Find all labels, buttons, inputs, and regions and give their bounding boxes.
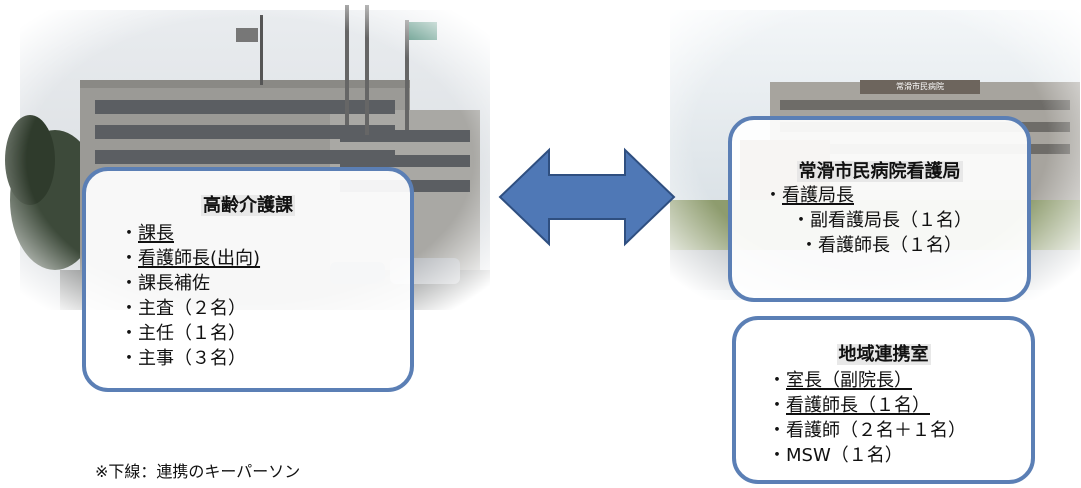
footnote: ※下線：連携のキーパーソン	[95, 462, 301, 481]
elderly-care-division-box: 高齢介護課 ・課長・看護師長(出向)・課長補佐・主査（２名）・主任（１名）・主事…	[82, 167, 414, 392]
regional-cooperation-box: 地域連携室 ・室長（副院長）・看護師長（１名）・看護師（２名＋１名）・MSW（１…	[732, 316, 1035, 484]
bullet: ・	[120, 248, 138, 269]
list-item: ・主任（１名）	[120, 321, 410, 346]
list-item: ・主事（３名）	[120, 346, 410, 371]
list-item-text: 課長	[138, 223, 174, 244]
bullet: ・	[792, 210, 810, 231]
hospital-nursing-bureau-box: 常滑市民病院看護局 ・看護局長・副看護局長（１名）・看護師長（１名）	[728, 116, 1031, 302]
list-item: ・課長補佐	[120, 271, 410, 296]
list-item: ・主査（２名）	[120, 296, 410, 321]
list-item-text: 看護局長	[782, 185, 854, 206]
bullet: ・	[120, 273, 138, 294]
list-item-text: 課長補佐	[138, 273, 210, 294]
list-item: ・室長（副院長）	[768, 368, 1031, 393]
list-item: ・課長	[120, 221, 410, 246]
box-title-nursing-bureau: 常滑市民病院看護局	[796, 161, 963, 182]
list-item-text: 主任（１名）	[138, 323, 246, 344]
list-item-text: 副看護局長（１名）	[810, 210, 972, 231]
list-item-text: 看護師（２名＋１名）	[786, 420, 966, 441]
list-item-text: 主事（３名）	[138, 348, 246, 369]
bullet: ・	[120, 298, 138, 319]
list-item: ・看護師長（１名）	[768, 393, 1031, 418]
box-title-regional-cooperation: 地域連携室	[836, 344, 931, 365]
list-item: ・看護師長（１名）	[764, 233, 1027, 258]
bullet: ・	[120, 348, 138, 369]
bullet: ・	[768, 420, 786, 441]
list-item: ・看護師（２名＋１名）	[768, 418, 1031, 443]
bullet: ・	[768, 395, 786, 416]
list-item-text: 看護師長(出向)	[138, 248, 261, 269]
bullet: ・	[768, 445, 786, 466]
list-item-text: 室長（副院長）	[786, 370, 912, 391]
bullet: ・	[120, 323, 138, 344]
box-title-elderly-care: 高齢介護課	[201, 195, 295, 216]
list-item: ・看護局長	[764, 183, 1027, 208]
list-item-text: 看護師長（１名）	[818, 235, 962, 256]
bullet: ・	[764, 185, 782, 206]
double-arrow-icon	[498, 147, 676, 247]
bullet: ・	[800, 235, 818, 256]
list-item: ・MSW（１名）	[768, 443, 1031, 468]
bullet: ・	[120, 223, 138, 244]
hospital-sign: 常滑市民病院	[896, 82, 944, 91]
list-item: ・副看護局長（１名）	[764, 208, 1027, 233]
list-item-text: 看護師長（１名）	[786, 395, 930, 416]
list-item: ・看護師長(出向)	[120, 246, 410, 271]
list-item-text: 主査（２名）	[138, 298, 246, 319]
list-item-text: MSW（１名）	[786, 445, 903, 466]
bullet: ・	[768, 370, 786, 391]
